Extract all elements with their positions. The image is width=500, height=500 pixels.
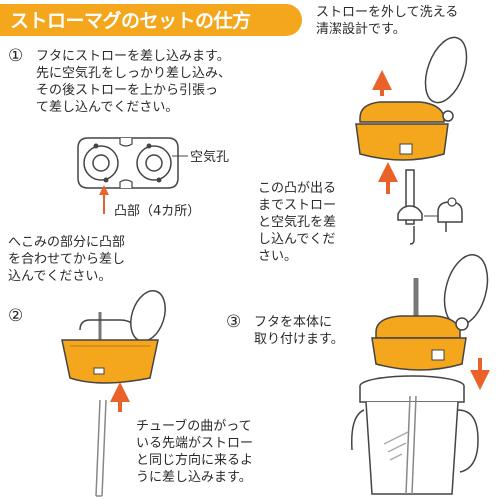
dent-note-line-2: を合わせてから差し xyxy=(8,252,126,267)
step-1-line-3: その後ストローを上から引張っ xyxy=(36,83,219,98)
step-1-line-4: て差し込んでください。 xyxy=(36,100,179,115)
bump-note-line-1: この凸が出る xyxy=(258,181,337,196)
tube-note-line-2: いる先端がストロー xyxy=(136,436,254,451)
bump-note-line-3: と空気孔を差 xyxy=(258,215,337,230)
step-2-number: ② xyxy=(8,306,24,326)
straw-unit-removal xyxy=(355,36,468,245)
dent-note-line-3: 込んでください。 xyxy=(8,269,112,284)
step-3-number: ③ xyxy=(226,312,242,332)
bump-note-line-4: し込んでくだ xyxy=(258,232,336,247)
washable-note-line-2: 清潔設計です。 xyxy=(316,22,406,37)
step-2-lid xyxy=(61,290,166,497)
tube-note-line-3: と同じ方向に来るよ xyxy=(136,453,254,468)
title-banner xyxy=(0,4,302,36)
tube-note-line-1: チューブの曲がって xyxy=(136,419,252,434)
step-3-line-2: 取り付けます。 xyxy=(254,332,344,347)
bump-label: 凸部（4カ所） xyxy=(114,204,201,219)
bump-note-line-2: までストロー xyxy=(258,198,337,213)
step-3-lid-and-cup xyxy=(351,254,490,495)
air-hole-label: 空気孔 xyxy=(190,150,230,165)
page-title: ストローマグのセットの仕方 xyxy=(10,10,251,32)
step-1-line-1: フタにストローを差し込みます。 xyxy=(36,49,230,64)
bump-note-line-5: さい。 xyxy=(258,249,298,264)
step-1-number: ① xyxy=(8,46,24,66)
dent-note-line-1: へこみの部分に凸部 xyxy=(8,235,126,250)
step-1-line-2: 先に空気孔をしっかり差し込み、 xyxy=(36,66,232,81)
washable-note-line-1: ストローを外して洗える xyxy=(316,5,459,20)
step-3-line-1: フタを本体に xyxy=(254,315,333,330)
straw-part-top-view xyxy=(77,137,188,214)
tube-note-line-4: うに差し込みます。 xyxy=(136,470,252,485)
